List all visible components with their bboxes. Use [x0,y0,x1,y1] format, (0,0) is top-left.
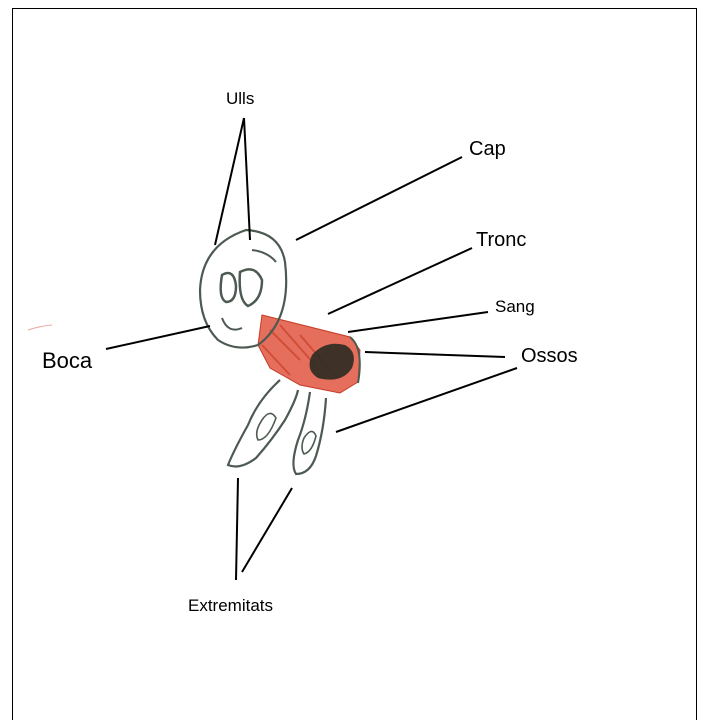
label-ulls: Ulls [226,90,254,107]
head-outline [200,230,286,348]
right-leg-detail [302,431,316,454]
leader-ulls-left [215,118,244,245]
leader-ossos-lower [336,368,517,432]
leader-tronc [328,248,472,314]
red-smudge [28,325,52,330]
label-sang: Sang [495,298,535,315]
leader-cap [296,157,462,240]
label-boca: Boca [42,350,92,372]
leader-ossos-upper [365,352,505,357]
label-tronc: Tronc [476,230,526,250]
left-eye [221,273,236,302]
leader-extremitats-right [242,488,292,572]
label-ossos: Ossos [521,346,578,366]
leader-boca [106,326,210,349]
hair-stroke [252,250,276,262]
leader-ulls-right [244,118,250,240]
right-eye [240,269,262,306]
mouth [222,318,242,330]
leader-sang [348,312,488,332]
left-leg [228,380,298,466]
right-leg [293,392,326,474]
leader-extremitats-left [236,478,238,580]
label-cap: Cap [469,139,506,159]
label-extremitats: Extremitats [188,597,273,614]
